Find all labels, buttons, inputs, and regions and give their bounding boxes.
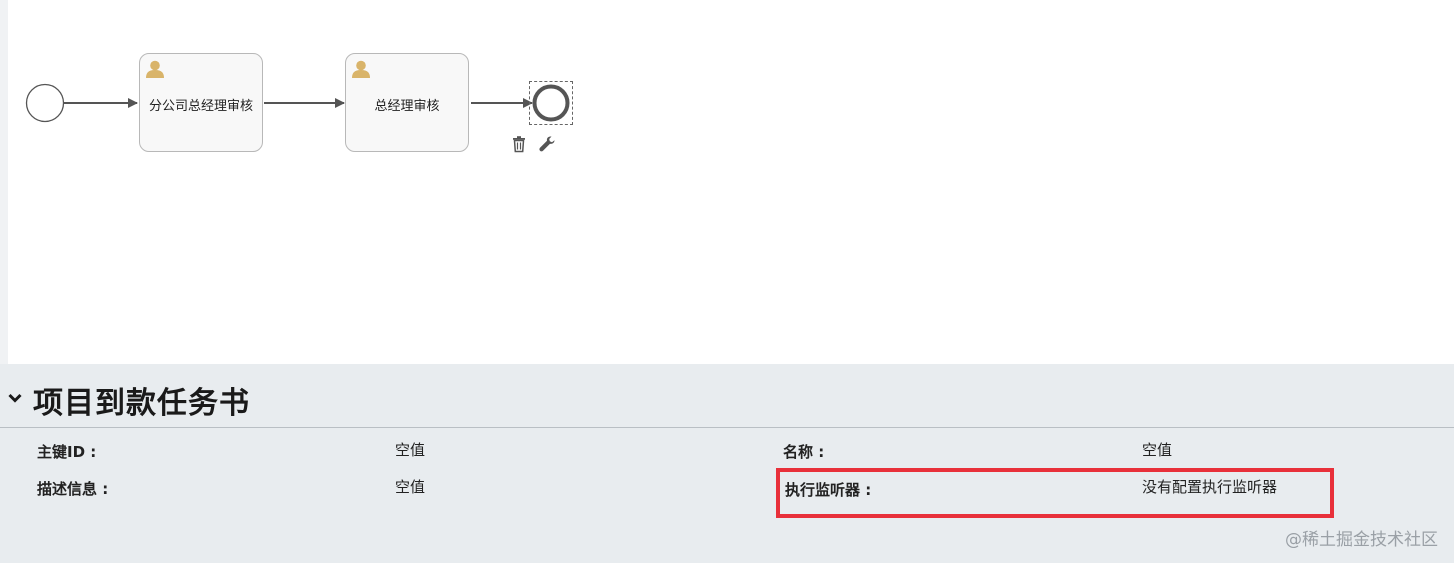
user-task-branch-manager[interactable]: 分公司总经理审核 [139,53,263,152]
end-event-selection-box [529,81,573,125]
left-strip [0,0,8,364]
chevron-down-icon[interactable] [8,391,22,405]
task-label: 分公司总经理审核 [148,99,253,114]
process-canvas[interactable]: 分公司总经理审核 总经理审核 [8,0,1454,364]
start-event[interactable] [25,83,65,123]
listener-label: 执行监听器 : [785,481,872,499]
description-label: 描述信息 : [37,480,109,498]
task-label: 总经理审核 [374,99,440,114]
id-value: 空值 [395,441,426,459]
properties-panel: 项目到款任务书 主键ID : 空值 名称 : 空值 描述信息 : 空值 执行监听… [0,364,1454,563]
properties-header: 项目到款任务书 [0,364,1454,428]
wrench-icon[interactable] [538,135,556,153]
user-icon [146,60,164,78]
name-label: 名称 : [783,443,825,461]
highlight-annotation-box [776,468,1334,518]
trash-icon[interactable] [510,135,528,153]
description-value: 空值 [395,478,426,496]
panel-title: 项目到款任务书 [33,386,250,421]
name-value: 空值 [1142,441,1173,459]
id-label: 主键ID : [37,443,97,461]
user-icon [352,60,370,78]
flow-connectors [25,83,570,123]
end-event[interactable] [532,84,570,122]
listener-value: 没有配置执行监听器 [1142,478,1278,496]
watermark: @稀土掘金技术社区 [1285,530,1438,550]
user-task-general-manager[interactable]: 总经理审核 [345,53,469,152]
